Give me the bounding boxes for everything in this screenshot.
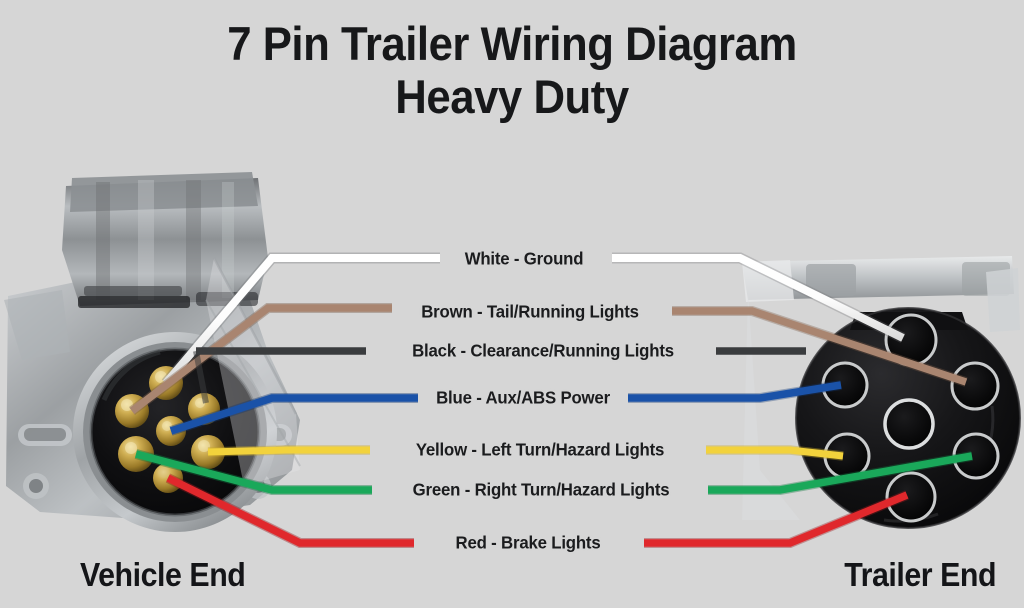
wire-label-white: White - Ground: [464, 248, 584, 269]
wire-red: [165, 473, 909, 548]
wire-white: [161, 252, 906, 387]
wire-brown: [128, 303, 968, 415]
wire-black: [193, 347, 806, 404]
wire-yellow: [207, 445, 844, 461]
wire-label-black: Black - Clearance/Running Lights: [412, 340, 674, 361]
wire-green: [134, 449, 973, 495]
wire-label-brown: Brown - Tail/Running Lights: [421, 301, 639, 322]
wire-label-red: Red - Brake Lights: [455, 532, 601, 553]
vehicle-end-caption: Vehicle End: [80, 556, 246, 593]
wire-label-yellow: Yellow - Left Turn/Hazard Lights: [415, 439, 665, 460]
wire-paths: [128, 252, 973, 548]
wire-label-green: Green - Right Turn/Hazard Lights: [412, 479, 670, 500]
wire-label-blue: Blue - Aux/ABS Power: [436, 387, 610, 408]
trailer-end-caption: Trailer End: [844, 556, 996, 593]
trailer-sockets: [821, 313, 1000, 523]
wire-blue: [169, 380, 842, 436]
